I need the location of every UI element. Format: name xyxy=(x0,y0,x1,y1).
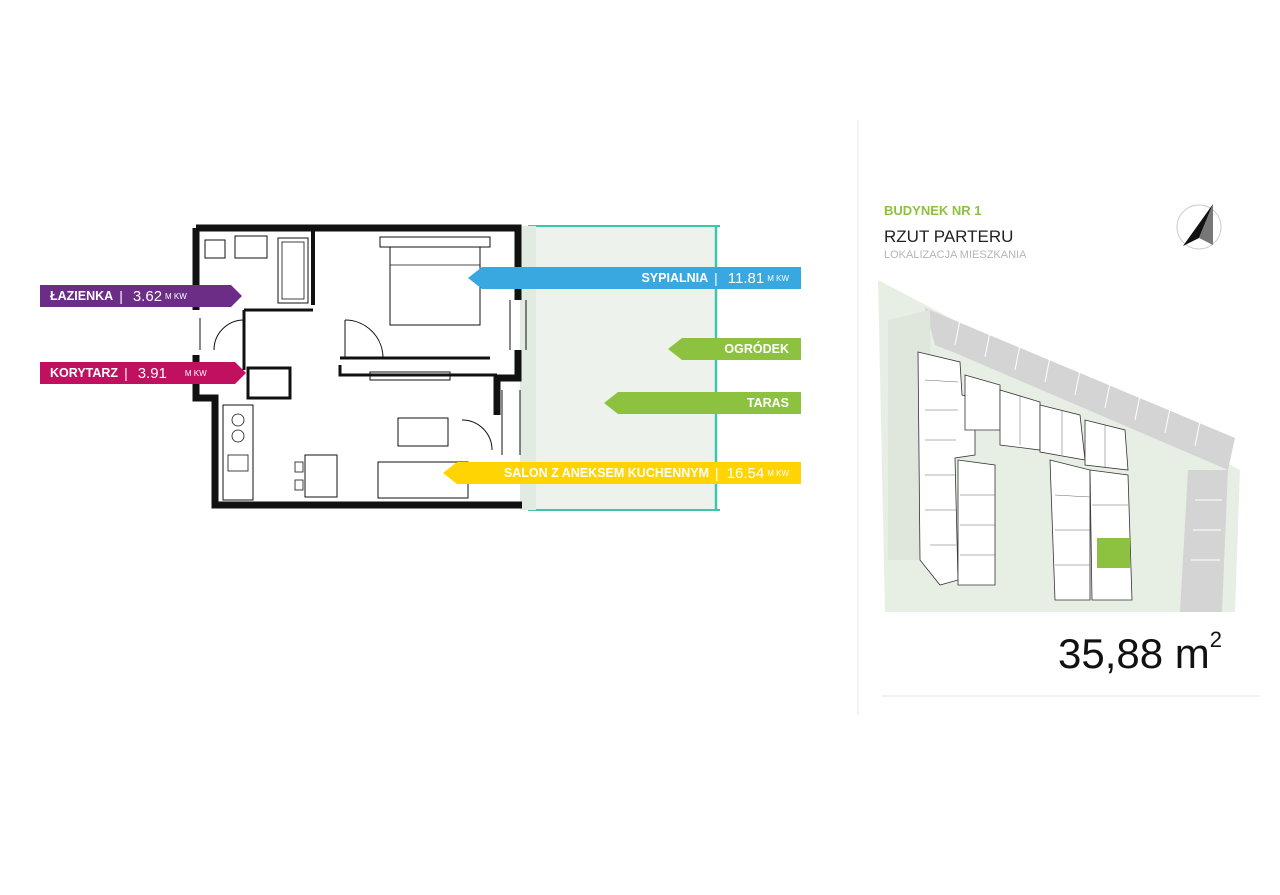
north-arrow-icon xyxy=(1176,204,1222,250)
room-area: 16.54 xyxy=(726,464,765,482)
separator: | xyxy=(119,288,123,304)
room-area: 3.91 xyxy=(137,364,167,382)
room-name: TARAS xyxy=(746,396,789,410)
location-panel-frame xyxy=(857,120,1260,715)
room-area-unit: M KW xyxy=(184,368,207,378)
room-label-ogrodek: OGRÓDEK xyxy=(668,338,801,360)
highlighted-unit xyxy=(1097,538,1130,568)
separator: | xyxy=(124,365,128,381)
room-area-unit: M KW xyxy=(165,291,187,301)
total-area-superscript: 2 xyxy=(1209,627,1223,652)
building-number: BUDYNEK NR 1 xyxy=(884,203,982,218)
room-label-salon: SALON Z ANEKSEM KUCHENNYM | 16.54 M KW xyxy=(443,462,801,484)
room-area: 3.62 xyxy=(132,287,163,305)
separator: | xyxy=(714,270,718,286)
total-area-unit: m xyxy=(1174,630,1210,677)
room-area: 11.81 xyxy=(727,269,765,287)
location-subtitle: LOKALIZACJA MIESZKANIA xyxy=(884,249,1027,261)
total-area-value: 35,88 xyxy=(1058,630,1164,677)
room-label-sypialnia: SYPIALNIA | 11.81 M KW xyxy=(468,267,801,289)
room-name: SYPIALNIA xyxy=(641,271,709,285)
separator: | xyxy=(715,465,719,481)
room-name: SALON Z ANEKSEM KUCHENNYM xyxy=(503,466,710,480)
site-map xyxy=(878,280,1240,612)
floor-title: RZUT PARTERU xyxy=(884,227,1014,246)
room-label-lazienka: ŁAZIENKA | 3.62 M KW xyxy=(40,285,242,307)
room-label-korytarz: KORYTARZ | 3.91 M KW xyxy=(40,362,246,384)
room-name: KORYTARZ xyxy=(50,366,119,380)
room-name: OGRÓDEK xyxy=(724,342,789,356)
room-area-unit: M KW xyxy=(767,468,789,478)
room-area-unit: M KW xyxy=(767,273,789,283)
room-label-taras: TARAS xyxy=(604,392,801,414)
total-area: 35,88 m2 xyxy=(1058,627,1223,678)
room-name: ŁAZIENKA xyxy=(50,289,114,303)
